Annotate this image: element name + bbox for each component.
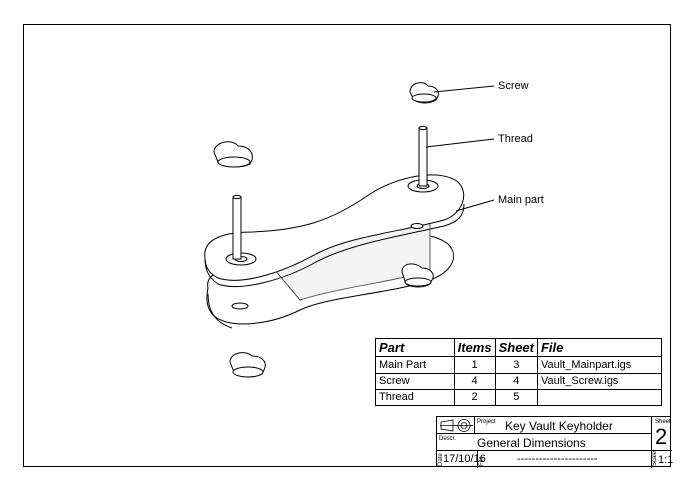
title-block: Project Key Vault Keyholder Descr. Gener…	[436, 416, 674, 468]
table-row: Thread 2 5	[375, 388, 663, 407]
scale-cell: Scale 1:1	[652, 451, 674, 468]
thread-right	[418, 125, 428, 187]
parts-table-header: Part Items Sheet File	[375, 337, 663, 358]
cell-sheet: 4	[494, 372, 538, 390]
project-name: Key Vault Keyholder	[505, 419, 613, 433]
date-cell: Date 17/10/16	[437, 451, 486, 468]
table-row: Main Part 1 3 Vault_Mainpart.igs	[375, 356, 663, 374]
projection-icon	[440, 419, 473, 432]
cell-items: 1	[453, 356, 496, 374]
cell-file: Vault_Mainpart.igs	[536, 356, 663, 374]
sheet-number: 2	[655, 424, 668, 449]
header-items: Items	[453, 337, 496, 358]
description: General Dimensions	[477, 436, 586, 450]
cell-file	[536, 388, 663, 407]
file-label: File	[479, 456, 485, 466]
cell-items: 4	[453, 372, 496, 390]
header-sheet: Sheet	[494, 337, 538, 358]
cell-sheet: 3	[494, 356, 538, 374]
header-part: Part	[375, 337, 455, 358]
project-cell: Project Key Vault Keyholder	[475, 417, 652, 434]
drawing-frame	[23, 24, 671, 467]
main-part-leader-line	[455, 199, 495, 212]
table-row: Screw 4 4 Vault_Screw.igs	[375, 372, 663, 390]
screw-leader-line	[433, 85, 495, 93]
header-file: File	[536, 337, 663, 358]
screw-top-right	[409, 82, 439, 104]
main-part-callout: Main part	[498, 194, 544, 206]
parts-table: Part Items Sheet File Main Part 1 3 Vaul…	[375, 337, 663, 407]
screw-bottom-left	[229, 352, 266, 378]
descr-cell: Descr. General Dimensions	[437, 434, 652, 451]
scale-value: 1:1	[658, 454, 674, 466]
projection-symbol	[437, 417, 475, 434]
cell-part: Main Part	[375, 356, 455, 374]
cell-part: Screw	[375, 372, 455, 390]
cell-sheet: 5	[494, 388, 538, 407]
project-label: Project	[477, 419, 496, 425]
file-cell: File ----------------------	[478, 451, 652, 468]
descr-label: Descr.	[439, 436, 457, 442]
thread-leader-line	[425, 138, 495, 148]
file-value: ----------------------	[517, 453, 598, 465]
cell-items: 2	[453, 388, 496, 407]
cell-part: Thread	[375, 388, 455, 407]
screw-callout: Screw	[498, 80, 529, 92]
thread-left	[232, 194, 242, 260]
cell-file: Vault_Screw.igs	[536, 372, 663, 390]
thread-callout: Thread	[498, 133, 533, 145]
date-value: 17/10/16	[443, 453, 486, 465]
sheet-cell: Sheet 2	[652, 417, 672, 451]
screw-right	[401, 263, 434, 288]
sheet-label: Sheet	[655, 419, 671, 425]
screw-top-left	[213, 141, 253, 168]
